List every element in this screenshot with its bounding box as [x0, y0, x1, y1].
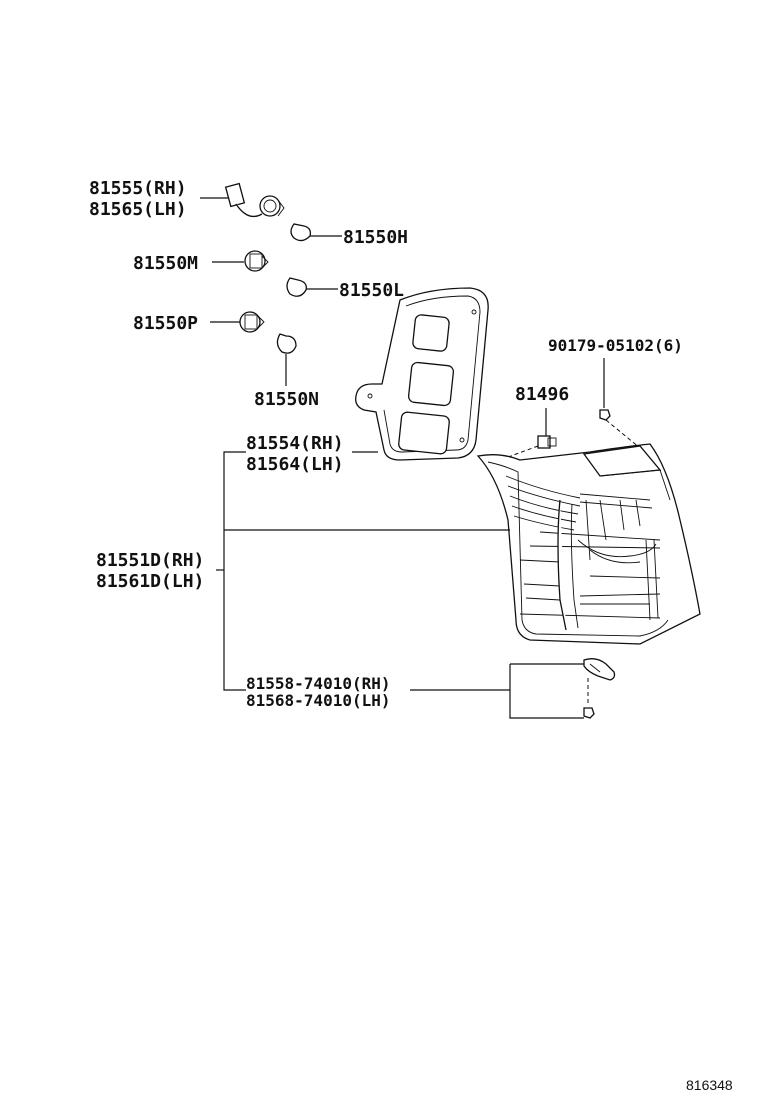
bracket-screw-illustration	[583, 707, 595, 719]
bulb-h-illustration	[290, 223, 312, 242]
rear-lamp-illustration	[476, 443, 701, 645]
label-gasket-rh: 81554(RH)	[246, 433, 344, 454]
label-lamp-rh: 81551D(RH)	[96, 550, 204, 571]
screw-guide-line	[605, 419, 641, 449]
screw-illustration	[599, 409, 611, 421]
bulb-l-illustration	[286, 277, 307, 297]
bulb-n-illustration	[276, 333, 297, 354]
figure-number: 816348	[686, 1077, 733, 1093]
leader-lamp-assembly-bracket	[223, 451, 246, 691]
label-bulb-n: 81550N	[254, 389, 319, 410]
label-bulb-l: 81550L	[339, 280, 404, 301]
label-bracket-rh: 81558-74010(RH)	[246, 674, 391, 693]
label-clip: 81496	[515, 384, 569, 405]
bulb-p-illustration	[239, 311, 265, 333]
label-bulb-m: 81550M	[133, 253, 198, 274]
bracket-illustration	[583, 658, 616, 681]
leader-bracket-group	[509, 663, 584, 719]
label-bulb-p: 81550P	[133, 313, 198, 334]
gasket-illustration	[355, 287, 489, 461]
label-bulb-h: 81550H	[343, 227, 408, 248]
bulb-m-illustration	[244, 250, 269, 272]
label-gasket-lh: 81564(LH)	[246, 454, 344, 475]
label-screw: 90179-05102(6)	[548, 336, 683, 355]
label-lamp-lh: 81561D(LH)	[96, 571, 204, 592]
label-socket-rh: 81555(RH)	[89, 178, 187, 199]
label-bracket-lh: 81568-74010(LH)	[246, 691, 391, 710]
clip-illustration	[537, 435, 557, 449]
label-socket-lh: 81565(LH)	[89, 199, 187, 220]
socket-assembly-illustration	[224, 182, 285, 218]
